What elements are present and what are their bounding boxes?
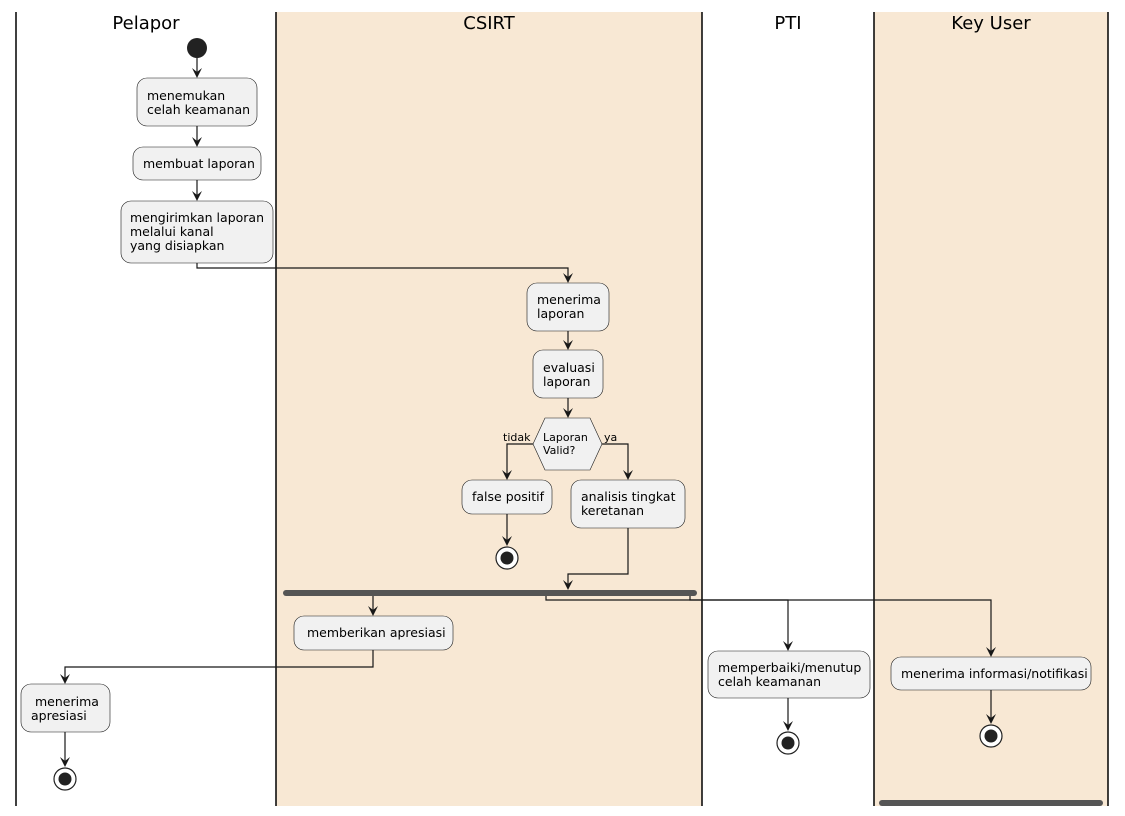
- node-text-line: memberikan apresiasi: [303, 625, 446, 640]
- svg-text:memperbaiki/menutup: memperbaiki/menutup: [718, 660, 861, 675]
- node-text-line: analisis tingkat: [581, 489, 676, 504]
- arrowhead: [986, 714, 996, 724]
- edge: [506, 443, 533, 476]
- lane-title-pti: PTI: [774, 13, 801, 34]
- lane-csirt-background: [276, 12, 702, 806]
- node-text-line: keretanan: [581, 503, 644, 518]
- arrowhead: [783, 641, 793, 651]
- svg-text:keretanan: keretanan: [581, 503, 644, 518]
- edge: [567, 528, 629, 586]
- svg-text:menerima: menerima: [31, 694, 99, 709]
- arrowhead: [192, 68, 202, 78]
- edges: [60, 58, 996, 767]
- activity-analisis-keretanan: analisis tingkat keretanan: [570, 479, 686, 529]
- arrowhead: [60, 757, 70, 767]
- branch-label-ya: ya: [604, 431, 617, 444]
- arrowhead: [563, 273, 573, 283]
- node-text-line: laporan: [537, 306, 584, 321]
- svg-text:false positif: false positif: [472, 489, 545, 504]
- svg-text:apresiasi: apresiasi: [31, 708, 87, 723]
- arrowhead: [783, 721, 793, 731]
- join-bar: [879, 800, 1103, 806]
- svg-text:menerima: menerima: [537, 292, 601, 307]
- svg-text:Laporan: Laporan: [543, 431, 588, 444]
- node-text-line: yang disiapkan: [130, 238, 224, 253]
- decision-text-line: Valid?: [543, 444, 576, 457]
- start-node: [187, 38, 207, 58]
- edge: [602, 443, 629, 476]
- svg-text:memberikan apresiasi: memberikan apresiasi: [303, 625, 446, 640]
- activity-menerima-laporan: menerima laporan: [526, 282, 610, 332]
- edge: [196, 263, 569, 279]
- activity-menerima-informasi: menerima informasi/notifikasi: [890, 656, 1092, 691]
- arrowhead: [563, 340, 573, 350]
- svg-text:membuat laporan: membuat laporan: [143, 156, 255, 171]
- lane-title-csirt: CSIRT: [463, 13, 516, 34]
- end-node: [53, 767, 77, 791]
- svg-text:yang disiapkan: yang disiapkan: [130, 238, 224, 253]
- arrowhead: [986, 647, 996, 657]
- activity-menerima-apresiasi: menerima apresiasi: [20, 683, 111, 733]
- arrowhead: [60, 674, 70, 684]
- arrowhead: [563, 408, 573, 418]
- activity-memperbaiki-celah: memperbaiki/menutup celah keamanan: [707, 650, 871, 699]
- edge: [545, 596, 789, 647]
- arrowhead: [502, 470, 512, 480]
- node-text-line: memperbaiki/menutup: [718, 660, 861, 675]
- activity-false-positif: false positif: [461, 479, 553, 515]
- activity-menemukan-celah: menemukan celah keamanan: [136, 77, 258, 127]
- arrowhead: [623, 470, 633, 480]
- end-node: [776, 731, 800, 755]
- node-text-line: apresiasi: [31, 708, 87, 723]
- decision-laporan-valid: Laporan Valid?: [532, 417, 603, 471]
- arrowhead: [563, 580, 573, 590]
- activity-membuat-laporan: membuat laporan: [132, 146, 262, 181]
- arrowhead: [192, 137, 202, 147]
- fork-bar: [283, 590, 697, 596]
- node-text-line: melalui kanal: [130, 224, 214, 239]
- activity-mengirimkan-laporan: mengirimkan laporan melalui kanal yang d…: [120, 200, 274, 264]
- end-node: [979, 724, 1003, 748]
- node-text-line: menerima informasi/notifikasi: [901, 666, 1088, 681]
- svg-text:menemukan: menemukan: [147, 88, 225, 103]
- activity-memberikan-apresiasi: memberikan apresiasi: [293, 615, 454, 651]
- node-text-line: mengirimkan laporan: [130, 210, 264, 225]
- node-text-line: celah keamanan: [718, 674, 821, 689]
- end-node: [495, 546, 519, 570]
- svg-text:menerima informasi/notifikasi: menerima informasi/notifikasi: [901, 666, 1088, 681]
- arrowhead: [368, 606, 378, 616]
- svg-text:mengirimkan laporan: mengirimkan laporan: [130, 210, 264, 225]
- node-text-line: menerima: [537, 292, 601, 307]
- lane-title-key-user: Key User: [951, 13, 1031, 34]
- activity-evaluasi-laporan: evaluasi laporan: [532, 349, 604, 399]
- node-text-line: membuat laporan: [143, 156, 255, 171]
- svg-text:celah keamanan: celah keamanan: [718, 674, 821, 689]
- edge: [64, 650, 374, 680]
- node-text-line: celah keamanan: [147, 102, 250, 117]
- svg-text:analisis tingkat: analisis tingkat: [581, 489, 676, 504]
- arrowhead: [192, 191, 202, 201]
- svg-text:melalui kanal: melalui kanal: [130, 224, 214, 239]
- svg-text:laporan: laporan: [537, 306, 584, 321]
- node-text-line: laporan: [543, 374, 590, 389]
- decision-text-line: Laporan: [543, 431, 588, 444]
- branch-label-tidak: tidak: [503, 431, 531, 444]
- svg-text:laporan: laporan: [543, 374, 590, 389]
- edge: [689, 596, 992, 653]
- node-text-line: menemukan: [147, 88, 225, 103]
- svg-text:evaluasi: evaluasi: [543, 360, 595, 375]
- lane-title-pelapor: Pelapor: [112, 13, 180, 34]
- node-text-line: menerima: [31, 694, 99, 709]
- svg-text:Valid?: Valid?: [543, 444, 576, 457]
- node-text-line: false positif: [472, 489, 545, 504]
- node-text-line: evaluasi: [543, 360, 595, 375]
- svg-text:celah keamanan: celah keamanan: [147, 102, 250, 117]
- arrowhead: [502, 536, 512, 546]
